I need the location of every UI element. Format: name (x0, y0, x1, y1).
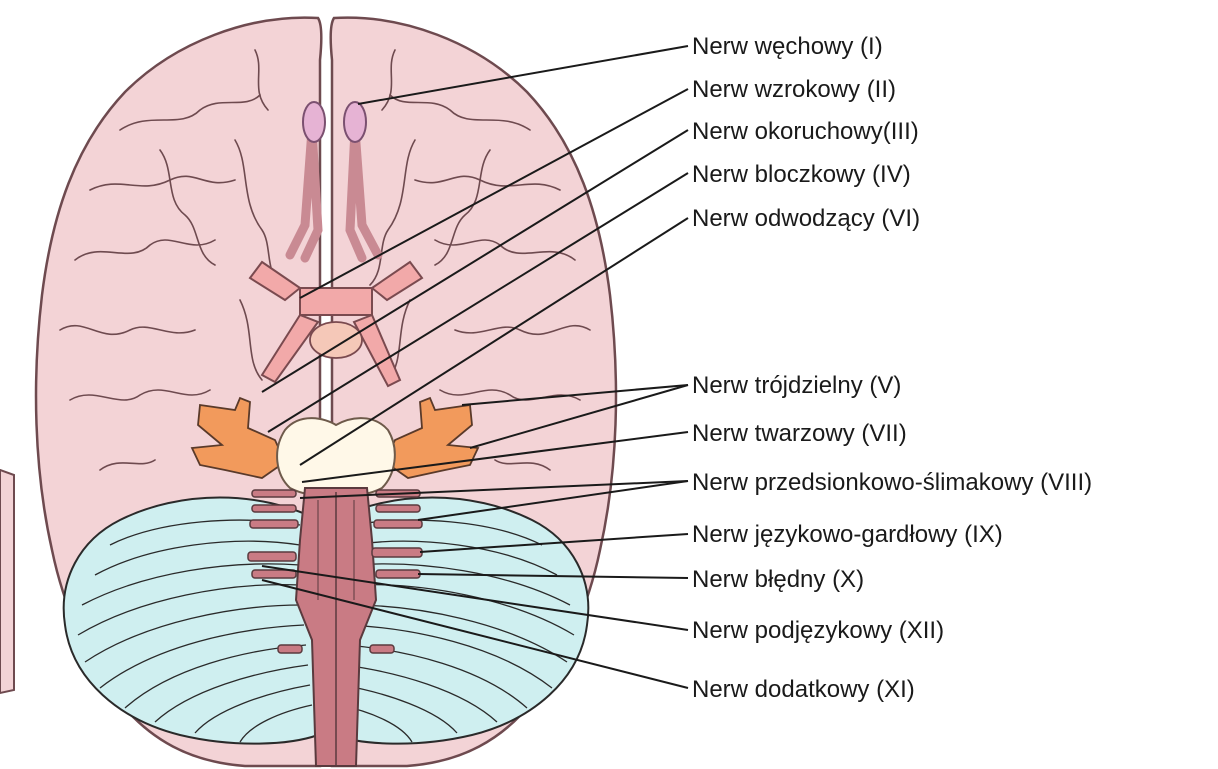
label-trigeminal: Nerw trójdzielny (V) (692, 372, 901, 399)
left-olfactory-bulb (303, 102, 325, 142)
label-trochlear: Nerw bloczkowy (IV) (692, 161, 911, 188)
right-olfactory-bulb (344, 102, 366, 142)
cerebellum-left-lobe (64, 498, 318, 744)
left-stub (0, 470, 14, 693)
label-hypoglossal: Nerw podjęzykowy (XII) (692, 617, 944, 644)
label-accessory: Nerw dodatkowy (XI) (692, 676, 915, 703)
label-abducens: Nerw odwodzący (VI) (692, 205, 920, 232)
label-optic: Nerw wzrokowy (II) (692, 76, 896, 103)
label-vestibulocochlear: Nerw przedsionkowo-ślimakowy (VIII) (692, 469, 1092, 496)
label-glossopharyngeal: Nerw językowo-gardłowy (IX) (692, 521, 1003, 548)
label-facial: Nerw twarzowy (VII) (692, 420, 907, 447)
label-vagus: Nerw błędny (X) (692, 566, 864, 593)
pons (277, 418, 395, 497)
nerve-labels: Nerw węchowy (I) Nerw wzrokowy (II) Nerw… (692, 33, 1092, 703)
pituitary (310, 322, 362, 358)
label-olfactory: Nerw węchowy (I) (692, 33, 883, 60)
label-oculomotor: Nerw okoruchowy(III) (692, 118, 919, 145)
